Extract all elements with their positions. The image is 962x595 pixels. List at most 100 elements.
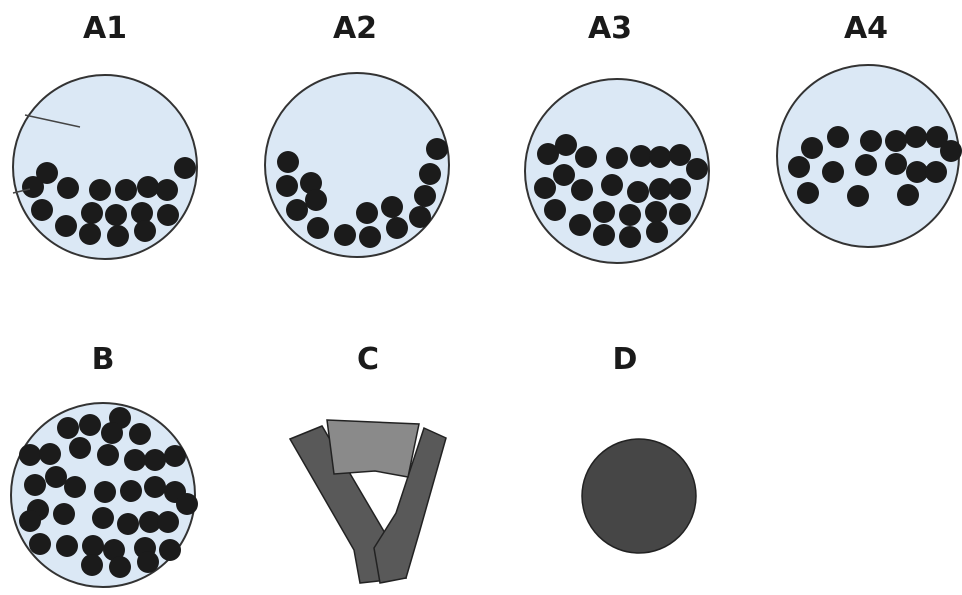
particle: [105, 204, 127, 226]
particle: [79, 414, 101, 436]
particle: [300, 172, 322, 194]
particle: [159, 539, 181, 561]
shape-d-disc: [581, 438, 697, 554]
particle: [157, 204, 179, 226]
particle: [426, 138, 448, 160]
particle: [22, 176, 44, 198]
particle: [176, 493, 198, 515]
shape-d: [581, 438, 697, 554]
label-d: D: [612, 342, 638, 377]
particle: [174, 157, 196, 179]
particle: [669, 144, 691, 166]
shape-c: [288, 419, 447, 584]
particle: [555, 134, 577, 156]
particle: [669, 203, 691, 225]
particle: [131, 202, 153, 224]
particle: [55, 215, 77, 237]
particle: [69, 437, 91, 459]
particle: [630, 145, 652, 167]
particle: [925, 161, 947, 183]
particle: [144, 476, 166, 498]
label-a3: A3: [587, 11, 633, 46]
particle: [649, 146, 671, 168]
particle: [797, 182, 819, 204]
particle: [627, 181, 649, 203]
particle: [885, 153, 907, 175]
container-circle: [264, 72, 450, 258]
particle: [45, 466, 67, 488]
stirring-rod-tip: [12, 188, 31, 194]
container-circle: [524, 78, 710, 264]
circle-a2: [264, 72, 450, 258]
particle: [57, 177, 79, 199]
particle: [409, 206, 431, 228]
particle: [553, 164, 575, 186]
particle: [117, 513, 139, 535]
particle: [645, 201, 667, 223]
particle: [534, 177, 556, 199]
particle: [109, 556, 131, 578]
particle: [334, 224, 356, 246]
particle: [575, 146, 597, 168]
particle: [847, 185, 869, 207]
particle: [56, 535, 78, 557]
particle: [36, 162, 58, 184]
particle: [569, 214, 591, 236]
shape-c-right-arm: [373, 426, 447, 584]
particle: [822, 161, 844, 183]
particle: [137, 551, 159, 573]
label-a2: A2: [332, 11, 378, 46]
particle: [19, 510, 41, 532]
circle-a4: [776, 64, 962, 248]
particle: [94, 481, 116, 503]
particle: [606, 147, 628, 169]
circle-b: [10, 402, 198, 588]
particle: [571, 179, 593, 201]
particle: [124, 449, 146, 471]
particle: [905, 126, 927, 148]
particle: [601, 174, 623, 196]
particle: [386, 217, 408, 239]
particle: [788, 156, 810, 178]
particle: [926, 126, 948, 148]
particle: [860, 130, 882, 152]
particle: [29, 533, 51, 555]
label-a4: A4: [843, 11, 889, 46]
particle: [92, 507, 114, 529]
particle: [897, 184, 919, 206]
shape-c-top-piece: [326, 419, 420, 478]
particle: [97, 444, 119, 466]
particle: [89, 179, 111, 201]
particle: [286, 199, 308, 221]
particle: [855, 154, 877, 176]
particle: [129, 423, 151, 445]
particle: [53, 503, 75, 525]
label-c: C: [356, 342, 380, 377]
particle: [39, 443, 61, 465]
particle: [144, 449, 166, 471]
label-a1: A1: [82, 11, 128, 46]
particle: [537, 143, 559, 165]
circle-a3: [524, 78, 710, 264]
particle: [156, 179, 178, 201]
particle: [64, 476, 86, 498]
particle: [619, 226, 641, 248]
particle: [381, 196, 403, 218]
particle: [593, 224, 615, 246]
label-b: B: [91, 342, 115, 377]
particle: [157, 511, 179, 533]
particle: [827, 126, 849, 148]
particle: [669, 178, 691, 200]
particle: [164, 445, 186, 467]
particle: [57, 417, 79, 439]
particle: [593, 201, 615, 223]
particle: [103, 539, 125, 561]
particle: [79, 223, 101, 245]
particle: [81, 202, 103, 224]
particle: [19, 444, 41, 466]
particle: [801, 137, 823, 159]
particle: [649, 178, 671, 200]
particle: [101, 422, 123, 444]
particle: [305, 189, 327, 211]
